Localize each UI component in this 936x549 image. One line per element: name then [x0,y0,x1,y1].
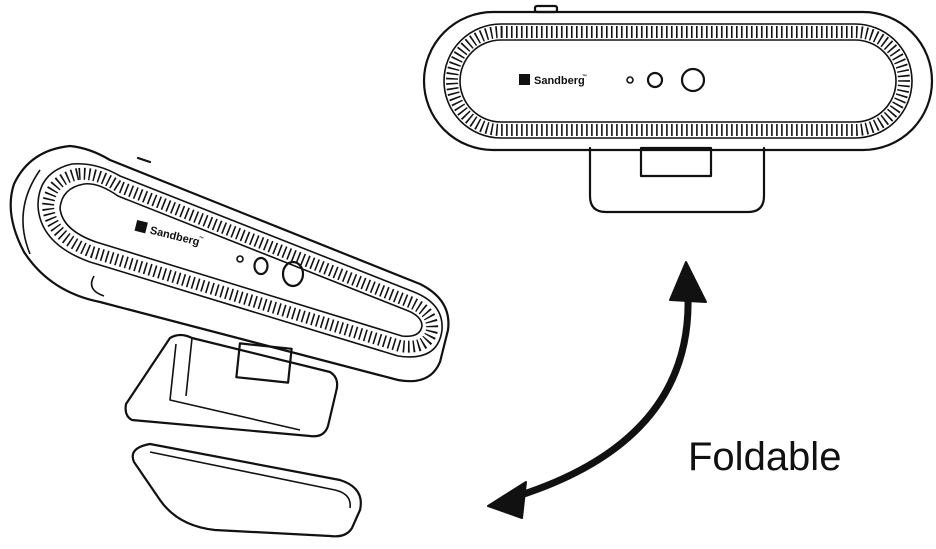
front-view-logo: Sandberg ™ [519,74,587,87]
angled-view-hinge-arm [124,333,339,438]
front-view-led [626,76,634,84]
double-headed-curved-arrow-icon [487,261,707,519]
webcam-front-view: Sandberg ™ [422,4,934,214]
angled-view-body [9,144,450,383]
front-view-grille-inner-edge [459,39,897,123]
angled-view-top-button [136,156,152,164]
sandberg-s-logo [519,74,530,85]
angled-view-base-foot [131,442,362,538]
angled-view-logo: Sandberg ™ [134,220,204,249]
angled-view-led [236,255,244,263]
angled-view-logo-mark: ™ [198,235,204,242]
angled-view-logo-text: Sandberg [149,225,201,249]
webcam-angled-view: Sandberg ™ [9,144,450,538]
front-view-body [422,10,934,152]
front-view-grille-outer-edge [443,23,913,139]
front-view-speaker-grille [446,26,910,136]
angled-view-speaker-grille [41,167,439,353]
front-view-mount-clip [588,146,766,214]
front-view-sensor [646,71,664,89]
front-view-logo-text: Sandberg [534,75,585,87]
front-view-lens [680,67,706,93]
front-view-logo-mark: ™ [582,74,587,80]
foldable-label: Foldable [688,435,841,479]
angled-view-sensor [253,256,269,276]
sandberg-s-logo [134,220,148,234]
angled-view-lens [281,260,305,288]
